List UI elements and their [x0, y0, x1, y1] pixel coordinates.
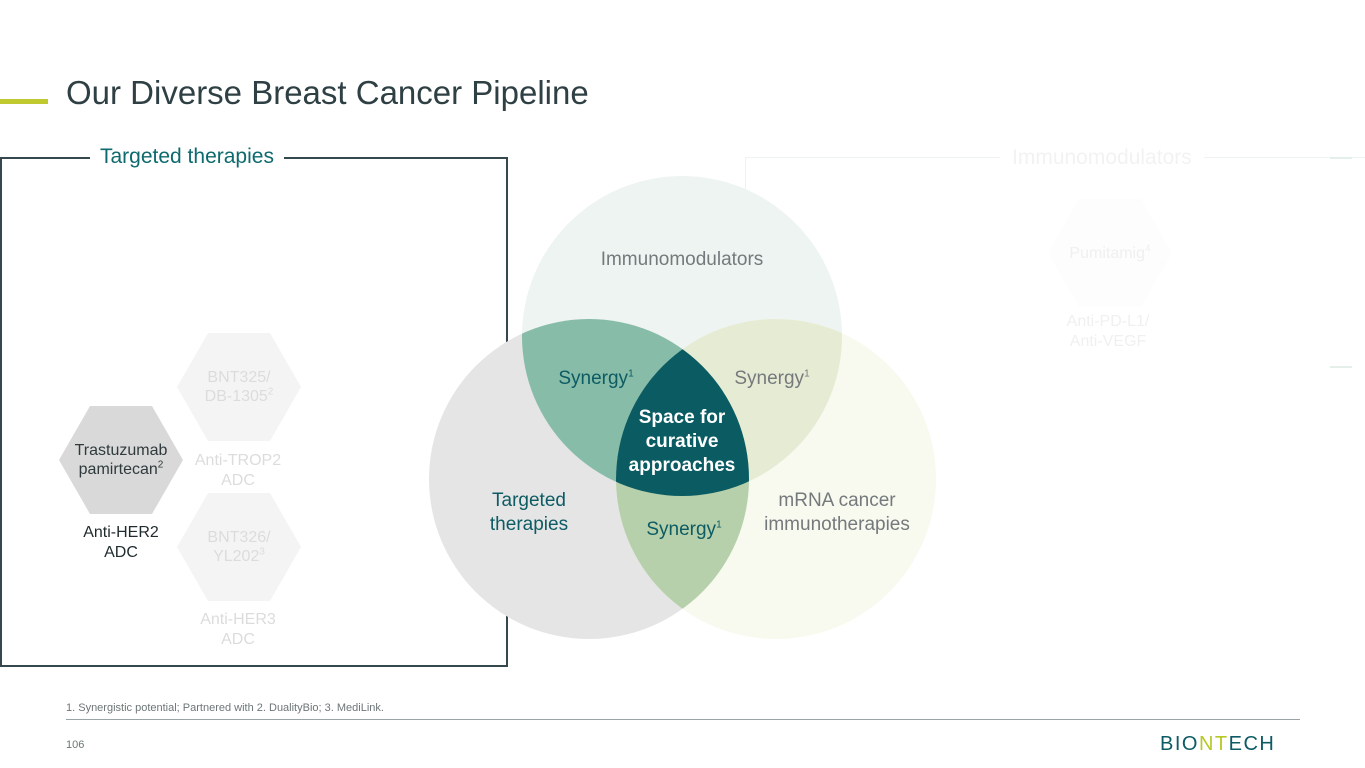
hex-name-line2: DB-1305 [204, 388, 268, 405]
label-line1: Targeted [492, 490, 566, 511]
footnote: 1. Synergistic potential; Partnered with… [66, 702, 384, 714]
footnote-ref: 2 [157, 459, 164, 471]
hex-name-line1: BNT326/ [207, 529, 271, 546]
venn-label-mrna: mRNA cancer immunotherapies [752, 489, 922, 537]
footnote-ref: 3 [259, 546, 265, 558]
anti-her3-adc-caption: Anti-HER3 ADC [168, 610, 308, 650]
targeted-therapies-box-label: Targeted therapies [90, 145, 284, 169]
logo-part: NT [1198, 733, 1229, 755]
synergy-label-bottom: Synergy1 [634, 519, 734, 541]
synergy-text: Synergy [734, 368, 805, 389]
footnote-ref: 1 [628, 368, 634, 380]
center-label-space-for-curative-approaches: Space for curative approaches [612, 406, 752, 478]
hex-name: Pumitamig [1069, 244, 1145, 262]
synergy-label-top-left: Synergy1 [546, 368, 646, 390]
caption-line2: ADC [104, 544, 138, 561]
footnote-ref: 1 [716, 519, 722, 531]
caption-line2: ADC [221, 631, 255, 648]
hex-name-line2: YL202 [213, 548, 260, 565]
immunomodulators-box-label: Immunomodulators [1000, 146, 1204, 170]
hex-name-line1: BNT325/ [207, 369, 271, 386]
hex-name-line2: pamirtecan [78, 461, 158, 478]
center-line1: Space for [638, 407, 726, 428]
title-accent-bar [0, 99, 48, 104]
logo-part: BIO [1160, 733, 1199, 755]
caption-line2: Anti-VEGF [1069, 333, 1147, 350]
footnote-ref: 1 [804, 368, 810, 380]
box-divider-tick [1330, 157, 1352, 159]
synergy-text: Synergy [558, 368, 629, 389]
page-title: Our Diverse Breast Cancer Pipeline [66, 74, 589, 111]
anti-pdl1-vegf-caption: Anti-PD-L1/ Anti-VEGF [1038, 312, 1178, 352]
footer-divider [66, 719, 1300, 720]
label-line1: mRNA cancer [778, 490, 896, 511]
venn-label-targeted-therapies: Targeted therapies [459, 489, 599, 537]
caption-line1: Anti-HER2 [83, 524, 159, 541]
logo-part: ECH [1228, 733, 1276, 755]
biontech-logo: BIONTECH [1160, 733, 1275, 756]
center-line2: curative [645, 431, 719, 452]
footnote-ref: 2 [267, 386, 274, 398]
label-line2: therapies [489, 514, 569, 535]
label-line2: immunotherapies [764, 514, 910, 535]
caption-line1: Anti-TROP2 [194, 452, 282, 469]
venn-label-immunomodulators: Immunomodulators [600, 249, 764, 270]
caption-line1: Anti-HER3 [200, 611, 276, 628]
synergy-label-top-right: Synergy1 [722, 368, 822, 390]
anti-trop2-adc-caption: Anti-TROP2 ADC [168, 451, 308, 491]
box-divider-tick [1330, 366, 1352, 368]
caption-line1: Anti-PD-L1/ [1066, 313, 1150, 330]
center-intersection-region [616, 319, 749, 496]
hex-name-line1: Trastuzumab [74, 442, 168, 459]
synergy-text: Synergy [646, 519, 717, 540]
footnote-ref: 4 [1145, 243, 1151, 255]
center-line3: approaches [628, 455, 736, 476]
page-number: 106 [66, 739, 85, 751]
caption-line2: ADC [221, 472, 255, 489]
anti-her2-adc-caption: Anti-HER2 ADC [51, 523, 191, 563]
